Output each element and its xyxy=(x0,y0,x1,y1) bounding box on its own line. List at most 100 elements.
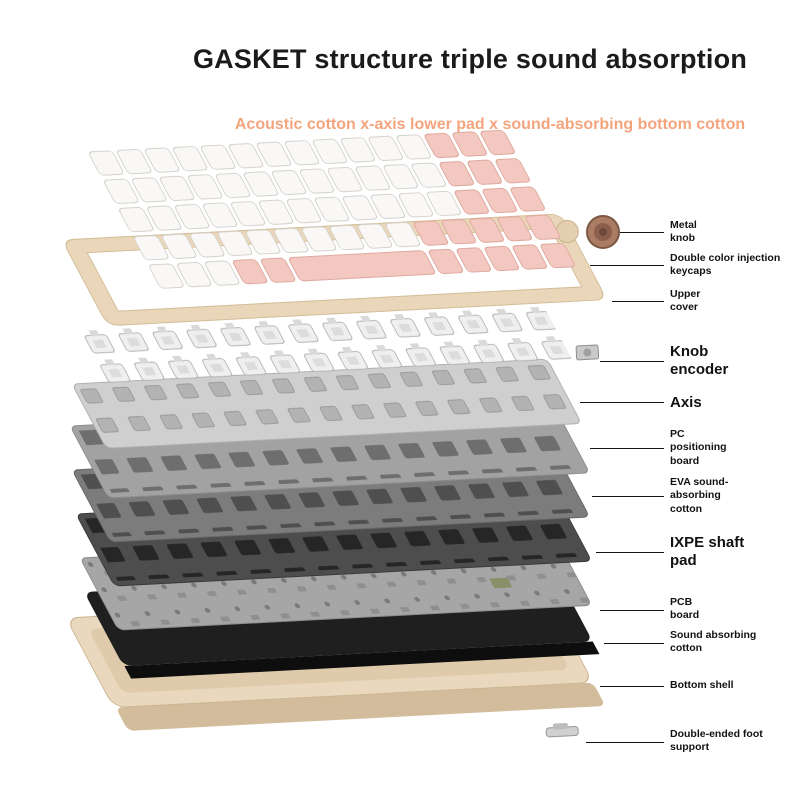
bottom-shell-front-face xyxy=(118,682,604,731)
label-upper-cover: Upper cover xyxy=(670,288,701,314)
keycap xyxy=(149,263,184,289)
label-axis: Axis xyxy=(670,394,702,411)
switches-layer xyxy=(78,305,573,385)
label-line-knob-encoder xyxy=(600,361,664,362)
keycaps-layer xyxy=(89,129,575,289)
keycap xyxy=(288,250,436,282)
keycap xyxy=(370,193,406,219)
keycap xyxy=(342,195,378,221)
keycap xyxy=(172,146,208,172)
plate-cutouts xyxy=(78,363,576,445)
foam-front-face xyxy=(124,641,600,679)
keycap xyxy=(411,162,446,188)
label-line-upper-cover xyxy=(612,301,664,302)
keycap xyxy=(215,172,251,199)
keycap xyxy=(217,230,253,257)
label-ixpe-shaft-pad: IXPE shaft pad xyxy=(670,534,745,569)
keycap xyxy=(510,186,545,212)
keycap xyxy=(327,166,363,193)
keycap xyxy=(258,199,294,225)
keycap xyxy=(456,247,492,273)
keycap xyxy=(256,141,292,167)
keycap xyxy=(230,201,266,227)
label-line-sound-cotton xyxy=(604,643,664,644)
keycap xyxy=(243,171,279,197)
keycap xyxy=(452,131,487,157)
pcb-chip xyxy=(489,577,513,589)
label-line-eva-cotton xyxy=(592,496,664,497)
keycap xyxy=(398,192,434,218)
label-line-foot-support xyxy=(586,742,664,743)
keycap xyxy=(116,148,152,175)
keycap xyxy=(232,259,268,285)
keycap xyxy=(329,224,365,251)
keycap xyxy=(512,244,547,270)
page-subtitle: Acoustic cotton x-axis lower pad x sound… xyxy=(234,116,746,133)
label-pcb-board: PCB board xyxy=(670,596,700,622)
keycap xyxy=(260,257,296,283)
keycap xyxy=(454,189,489,215)
keycap xyxy=(131,177,167,203)
keycap xyxy=(104,178,139,204)
knob-encoder-part xyxy=(575,344,600,361)
keycap xyxy=(271,169,307,196)
encoder-shaft xyxy=(583,348,592,357)
keycap xyxy=(355,165,391,191)
keycap xyxy=(368,135,404,162)
knob-hole xyxy=(555,220,579,244)
keycap xyxy=(228,143,264,169)
keycap xyxy=(189,232,225,258)
foot-support-part xyxy=(545,722,579,738)
label-foot-support: Double-ended foot support xyxy=(670,728,763,754)
keycap xyxy=(426,190,462,217)
keycap xyxy=(273,227,309,254)
keycap xyxy=(413,220,449,246)
keycap xyxy=(162,233,197,259)
keycap xyxy=(497,216,532,242)
keycap xyxy=(540,242,575,269)
label-line-pcb-board xyxy=(600,610,664,611)
keycap xyxy=(312,138,348,164)
keycap xyxy=(441,219,477,245)
keycap xyxy=(177,262,212,288)
label-injection-keycaps: Double color injection keycaps xyxy=(670,252,781,278)
label-metal-knob: Metal knob xyxy=(670,219,697,245)
label-line-metal-knob xyxy=(620,232,664,233)
keycap xyxy=(284,140,320,166)
keycap xyxy=(314,196,350,222)
keycap xyxy=(174,204,210,230)
keycap xyxy=(200,144,236,170)
label-bottom-shell: Bottom shell xyxy=(670,679,734,691)
keycap xyxy=(469,217,505,243)
label-knob-encoder: Knob encoder xyxy=(670,343,729,378)
keycap xyxy=(396,134,431,160)
label-line-axis xyxy=(580,402,664,403)
keycap xyxy=(147,205,182,231)
keycap xyxy=(299,168,335,194)
keycap xyxy=(482,187,517,214)
label-line-bottom-shell xyxy=(600,686,664,687)
switch-grid xyxy=(78,305,573,385)
page-title: GASKET structure triple sound absorption xyxy=(192,44,748,74)
keycap xyxy=(202,202,238,228)
label-line-ixpe-shaft-pad xyxy=(596,552,664,553)
keycap xyxy=(484,245,520,272)
foot-pad xyxy=(552,722,568,730)
metal-knob-part xyxy=(586,215,620,249)
keycap xyxy=(119,206,154,233)
keycap xyxy=(187,174,223,200)
keycap xyxy=(286,198,322,224)
keycap xyxy=(301,226,337,252)
keycap xyxy=(480,129,515,156)
axis-plate-layer xyxy=(73,358,580,449)
keycap xyxy=(424,132,459,159)
keycap xyxy=(383,164,419,190)
knob-center xyxy=(599,228,607,236)
keycap xyxy=(245,229,281,255)
label-sound-cotton: Sound absorbing cotton xyxy=(670,629,757,655)
keycap xyxy=(385,222,421,248)
keycap xyxy=(89,150,124,176)
keycap xyxy=(428,248,464,275)
keycap xyxy=(340,137,376,163)
